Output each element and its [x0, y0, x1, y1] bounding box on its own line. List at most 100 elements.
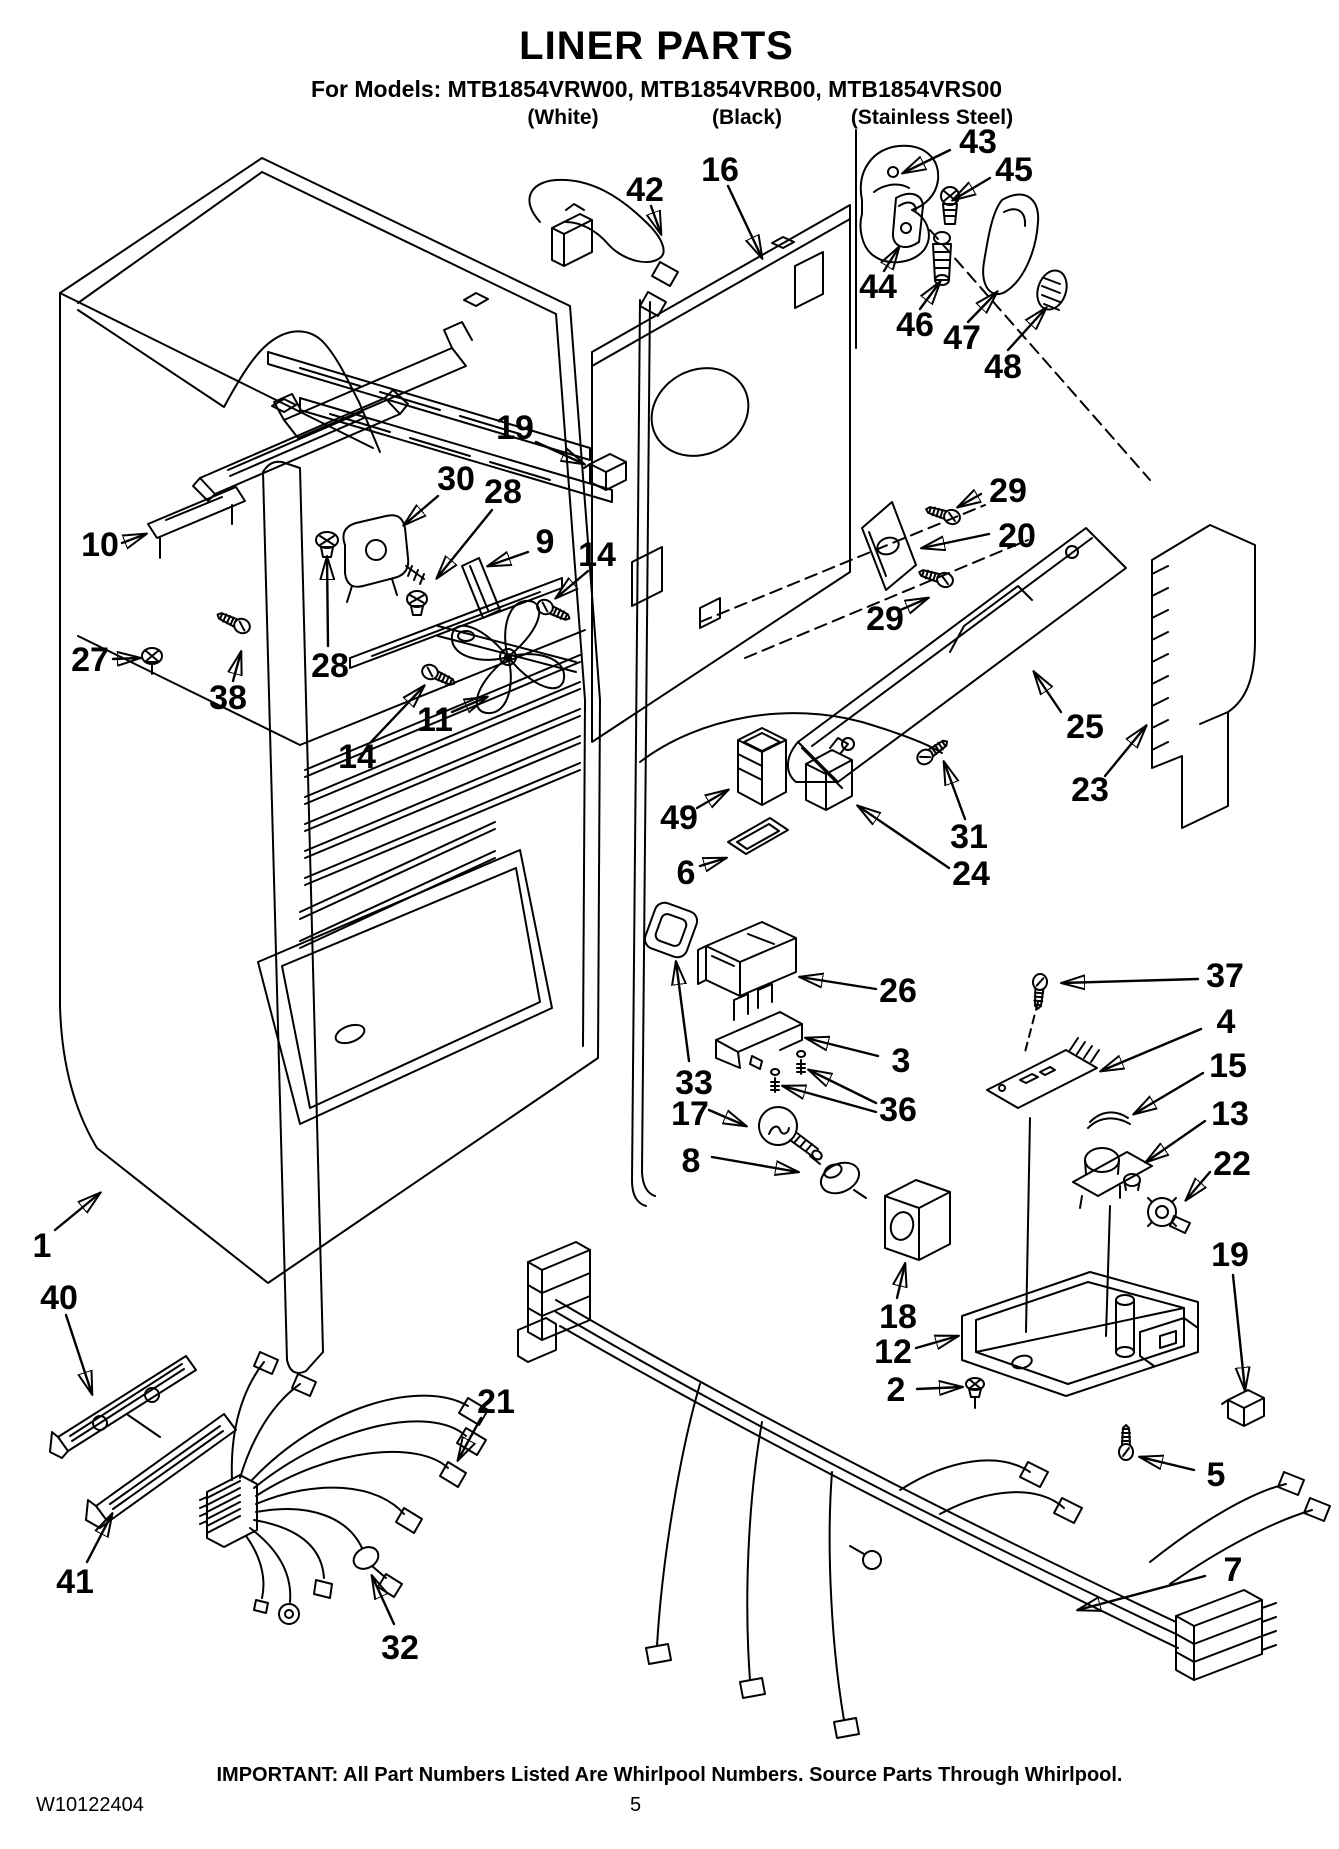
callout-19: 19 [1211, 1236, 1249, 1274]
harness7-art [517, 1241, 1331, 1739]
leader-arrow-7 [1078, 1574, 1207, 1610]
callout-4: 4 [1217, 1003, 1236, 1041]
callout-44: 44 [859, 268, 897, 306]
callout-28: 28 [311, 647, 349, 685]
leader-arrow-46 [918, 282, 940, 311]
callout-41: 41 [56, 1563, 94, 1601]
finish-label-white: (White) [527, 106, 599, 129]
callout-21: 21 [477, 1383, 515, 1421]
leader-arrow-33 [676, 962, 691, 1063]
leader-arrow-12 [914, 1336, 958, 1348]
leader-arrow-38 [233, 652, 241, 683]
screw-fasteners-art [213, 501, 1134, 1461]
leader-arrow-19 [534, 440, 584, 464]
evap-cover-art [583, 453, 1265, 1427]
leader-arrow-2 [915, 1387, 962, 1389]
leader-arrow-20 [922, 532, 991, 548]
fan-assembly-art [315, 514, 577, 715]
callout-23: 23 [1071, 771, 1109, 809]
leader-arrow-37 [1062, 979, 1200, 983]
leader-arrow-17 [707, 1108, 746, 1126]
callout-48: 48 [984, 348, 1022, 386]
callout-29: 29 [989, 472, 1027, 510]
leader-arrow-9 [488, 550, 530, 566]
leader-arrow-31 [944, 762, 967, 821]
callout-29: 29 [866, 600, 904, 638]
callout-18: 18 [879, 1298, 917, 1336]
callout-24: 24 [952, 855, 990, 893]
callout-42: 42 [626, 171, 664, 209]
callout-22: 22 [1213, 1145, 1251, 1183]
leader-arrow-43 [903, 148, 952, 173]
leader-arrow-15 [1134, 1071, 1205, 1114]
callout-14: 14 [338, 738, 376, 776]
callout-20: 20 [998, 517, 1036, 555]
callout-30: 30 [437, 460, 475, 498]
callout-5: 5 [1207, 1456, 1226, 1494]
leader-arrow-5 [1140, 1457, 1196, 1472]
callout-13: 13 [1211, 1095, 1249, 1133]
leader-arrow-27 [111, 658, 140, 659]
leader-arrow-28 [437, 508, 494, 578]
harness21-art [199, 1351, 489, 1625]
finish-label-black: (Black) [711, 106, 783, 129]
callout-31: 31 [950, 818, 988, 856]
right-parts-art [986, 1001, 1191, 1337]
callout-45: 45 [995, 151, 1033, 189]
leader-arrow-45 [953, 176, 992, 200]
callout-9: 9 [536, 523, 555, 561]
callout-7: 7 [1224, 1551, 1243, 1589]
leader-arrow-18 [897, 1264, 905, 1300]
callout-43: 43 [959, 123, 997, 161]
leader-arrow-16 [726, 184, 762, 258]
models-line: For Models: MTB1854VRW00, MTB1854VRB00, … [310, 76, 1003, 102]
leader-arrow-36 [783, 1086, 878, 1114]
callout-28: 28 [484, 473, 522, 511]
doc-number: W10122404 [36, 1794, 144, 1816]
leader-arrow-30 [404, 494, 440, 525]
leader-arrow-42 [651, 204, 661, 234]
callout-40: 40 [40, 1279, 78, 1317]
callout-14: 14 [578, 536, 616, 574]
page-title: LINER PARTS [519, 24, 794, 68]
callout-25: 25 [1066, 708, 1104, 746]
page-number: 5 [630, 1794, 642, 1816]
callout-19: 19 [496, 409, 534, 447]
pan-lamp-art [884, 1179, 1199, 1409]
leader-arrow-21 [458, 1416, 483, 1460]
mid-parts-art [141, 647, 943, 1199]
leader-arrow-6 [698, 858, 726, 866]
leader-arrow-36 [809, 1070, 878, 1105]
leader-arrow-8 [710, 1155, 798, 1172]
leader-arrow-49 [695, 790, 728, 810]
leader-arrow-47 [966, 292, 997, 324]
callout-15: 15 [1209, 1047, 1247, 1085]
callout-47: 47 [943, 319, 981, 357]
leader-arrow-28 [327, 557, 328, 648]
callout-27: 27 [71, 641, 109, 679]
callout-8: 8 [682, 1142, 701, 1180]
callout-11: 11 [417, 701, 453, 739]
cabinet-liner-art [59, 157, 601, 1374]
trim-parts-art [49, 1355, 237, 1529]
callout-1: 1 [33, 1227, 52, 1265]
callout-26: 26 [879, 972, 917, 1010]
leader-arrow-13 [1146, 1119, 1207, 1162]
leader-arrow-40 [64, 1313, 92, 1394]
callout-16: 16 [701, 151, 739, 189]
leader-arrow-3 [806, 1038, 880, 1058]
leader-arrow-44 [884, 247, 899, 273]
leader-arrow-19 [1231, 1273, 1245, 1390]
leader-arrow-24 [858, 806, 951, 870]
callout-37: 37 [1206, 957, 1244, 995]
leader-arrow-11 [450, 697, 487, 712]
footer-note: IMPORTANT: All Part Numbers Listed Are W… [216, 1764, 1123, 1786]
leader-arrow-14 [369, 686, 424, 744]
leader-arrow-10 [120, 534, 146, 543]
callout-10: 10 [81, 526, 119, 564]
back-panel-art [591, 129, 1151, 743]
harness42-art [528, 178, 679, 1207]
leader-arrow-32 [372, 1576, 396, 1626]
callout-12: 12 [874, 1333, 912, 1371]
